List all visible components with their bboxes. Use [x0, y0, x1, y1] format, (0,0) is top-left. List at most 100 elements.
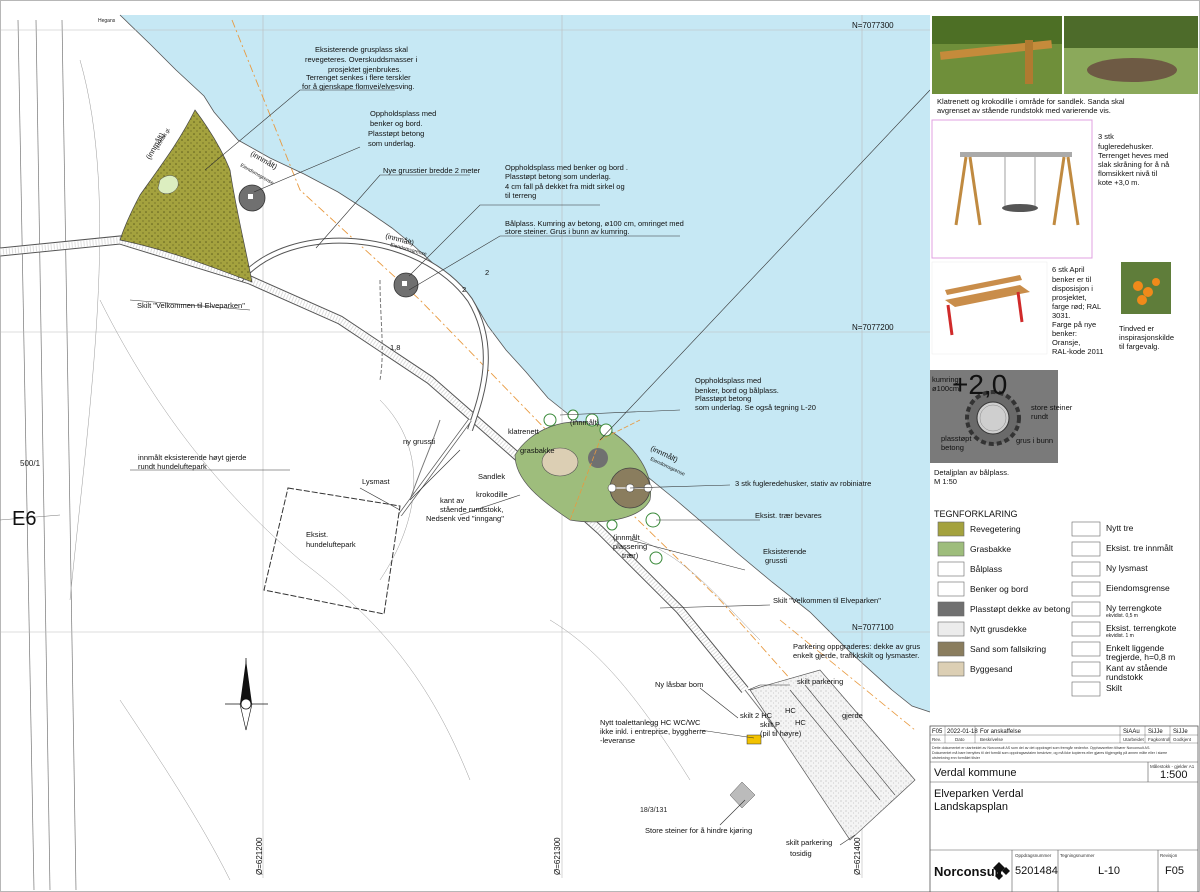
detail-title-1: Detaljplan av bålplass.	[934, 468, 1009, 477]
note-stay2-a: Oppholdsplass med benker og bord .	[505, 163, 628, 172]
caption-climbing-1: Klatrenett og krokodille i område for sa…	[937, 97, 1125, 106]
tb-disclaimer-3: utstrekning enn formålet tilsier	[932, 756, 981, 760]
legend-right-label-2: Ny lysmast	[1106, 563, 1148, 573]
tb-drawing: L-10	[1098, 865, 1120, 877]
image-swings	[931, 119, 1093, 259]
note-fence-1: innmålt eksisterende høyt gjerde	[138, 453, 246, 462]
tb-desc: For anskaffelse	[980, 729, 1022, 735]
coord-n2: N=7077200	[852, 323, 894, 332]
note-parking-1: Parkering oppgraderes: dekke av grus	[793, 642, 920, 651]
legend-symbol-4	[1071, 601, 1101, 617]
road-label-e6: E6	[12, 508, 36, 530]
legend-swatch-2	[937, 561, 965, 577]
legend-symbol-7	[1071, 661, 1101, 677]
coord-e2: Ø=621300	[553, 837, 562, 875]
tb-by2: SiJJe	[1148, 729, 1163, 735]
caption-swing-4: slak skråning for å nå	[1098, 160, 1170, 169]
legend-right-sub-4: ekvidist. 0,5 m	[1106, 613, 1138, 619]
note-path: Nye grusstier bredde 2 meter	[383, 166, 481, 175]
grid-label: 500/1	[20, 459, 41, 468]
caption-swing-1: 3 stk	[1098, 132, 1114, 141]
legend-swatch-1	[937, 541, 965, 557]
note-toilet-3: -leveranse	[600, 736, 635, 745]
legend-swatch-4	[937, 601, 965, 617]
note-fence: gjerde	[842, 711, 863, 720]
note-edge-2: stående rundstokk,	[440, 505, 503, 514]
caption-berry-3: til fargevalg.	[1119, 342, 1159, 351]
legend-swatch-0	[937, 521, 965, 537]
note-existing-2: grussti	[765, 556, 787, 565]
caption-swing-2: fugleredehusker.	[1098, 142, 1153, 151]
note-new-path: ny grussti	[403, 437, 435, 446]
legend-left-label-1: Grasbakke	[970, 544, 1011, 554]
hc-label-1: HC	[785, 706, 796, 715]
note-edge-3: Nedsenk ved "inngang"	[426, 514, 504, 523]
note-parking-two-2: tosidig	[790, 849, 812, 858]
tb-h-drawing: Tegningsnummer	[1060, 853, 1095, 858]
note-stay3-c: Plasstøpt betong	[695, 394, 751, 403]
elevation-3: 2	[462, 285, 466, 294]
north-arrow-icon	[225, 658, 268, 731]
hogans-label: Hegans	[98, 18, 116, 24]
tb-scale-label: Målestokk - gjelder A1	[1150, 763, 1195, 769]
legend-right-sub2-6: tregjerde, h=0,8 m	[1106, 652, 1175, 662]
tb-revision: F05	[1165, 865, 1184, 877]
legend-right-label-1: Eksist. tre innmålt	[1106, 543, 1174, 553]
caption-bench-2: benker er til	[1052, 275, 1092, 284]
tb-client: Verdal kommune	[934, 767, 1017, 779]
image-sea-buckthorn	[1121, 262, 1171, 314]
caption-bench-10: RAL-kode 2011	[1052, 347, 1104, 356]
caption-bench-4: prosjektet,	[1052, 293, 1087, 302]
tb-h-by1: Utarbeidet	[1123, 737, 1145, 742]
note-stay1-d: som underlag.	[368, 139, 416, 148]
note-stay2-d: til terreng	[505, 191, 536, 200]
bonfire-concrete-2: betong	[941, 443, 964, 452]
note-stay1-a: Oppholdsplass med	[370, 109, 436, 118]
measured-label-4: (innmålt)	[570, 418, 600, 427]
lot-label: 18/3/131	[640, 807, 667, 814]
caption-bench-5: farge rød; RAL	[1052, 302, 1101, 311]
legend-right-label-4: Ny terrengkote	[1106, 603, 1162, 613]
tb-disclaimer-1: Dette dokumentet er utarbeidet av Norcon…	[932, 746, 1150, 750]
note-sign-2: Skilt "Velkommen til Elveparken"	[773, 596, 881, 605]
note-bonfire-2: store steiner. Grus i bunn av kumring.	[505, 227, 630, 236]
stay-area-middle	[393, 272, 419, 298]
label-climbing-net: klatrenett	[508, 427, 540, 436]
bonfire-stones-2: rundt	[1031, 412, 1049, 421]
note-stay3-a: Oppholdsplass med	[695, 376, 761, 385]
note-measured-2: plassering	[613, 542, 647, 551]
stay-area-north	[238, 184, 266, 212]
note-sign-1: Skilt "Velkommen til Elveparken"	[137, 301, 245, 310]
bonfire-detail	[930, 370, 1058, 463]
note-parking-one: skilt parkering	[797, 677, 843, 686]
norconsult-logo-icon	[993, 862, 1010, 880]
note-stay1-b: benker og bord.	[370, 119, 423, 128]
caption-bench-8: benker:	[1052, 329, 1077, 338]
legend-title: TEGNFORKLARING	[934, 509, 1018, 519]
legend-right-label-7: Kant av stående	[1106, 663, 1168, 673]
note-parking-2: enkelt gjerde, trafikkskilt og lysmaster…	[793, 651, 919, 660]
note-trees: Eksist. trær bevares	[755, 511, 822, 520]
note-parking-two-1: skilt parkering	[786, 838, 832, 847]
hc-label-2: HC	[795, 718, 806, 727]
bonfire-stones-1: store steiner	[1031, 403, 1073, 412]
title-block	[929, 725, 1199, 892]
road-e6	[0, 19, 77, 891]
legend-right-sub2-7: rundstokk	[1106, 672, 1144, 682]
tb-by3: SiJJe	[1173, 729, 1188, 735]
legend-symbol-6	[1071, 641, 1101, 657]
detail-title-2: M 1:50	[934, 477, 957, 486]
parking-area	[729, 669, 916, 841]
tb-h-order: Oppdragsnummer	[1015, 853, 1052, 858]
image-bench	[931, 261, 1048, 355]
coord-e1: Ø=621200	[255, 837, 264, 875]
legend-left-label-7: Byggesand	[970, 664, 1013, 674]
tb-by1: SiAAu	[1123, 729, 1140, 735]
note-sign-p-2: (pil til høyre)	[760, 729, 802, 738]
photo-climbing-net	[932, 16, 1062, 94]
note-toilet-1: Nytt toalettanlegg HC WC/WC	[600, 718, 701, 727]
tb-disclaimer-2: Dokumentet må bare benyttes til det form…	[932, 751, 1167, 755]
caption-bench-1: 6 stk April	[1052, 265, 1085, 274]
legend-left-label-3: Benker og bord	[970, 584, 1028, 594]
